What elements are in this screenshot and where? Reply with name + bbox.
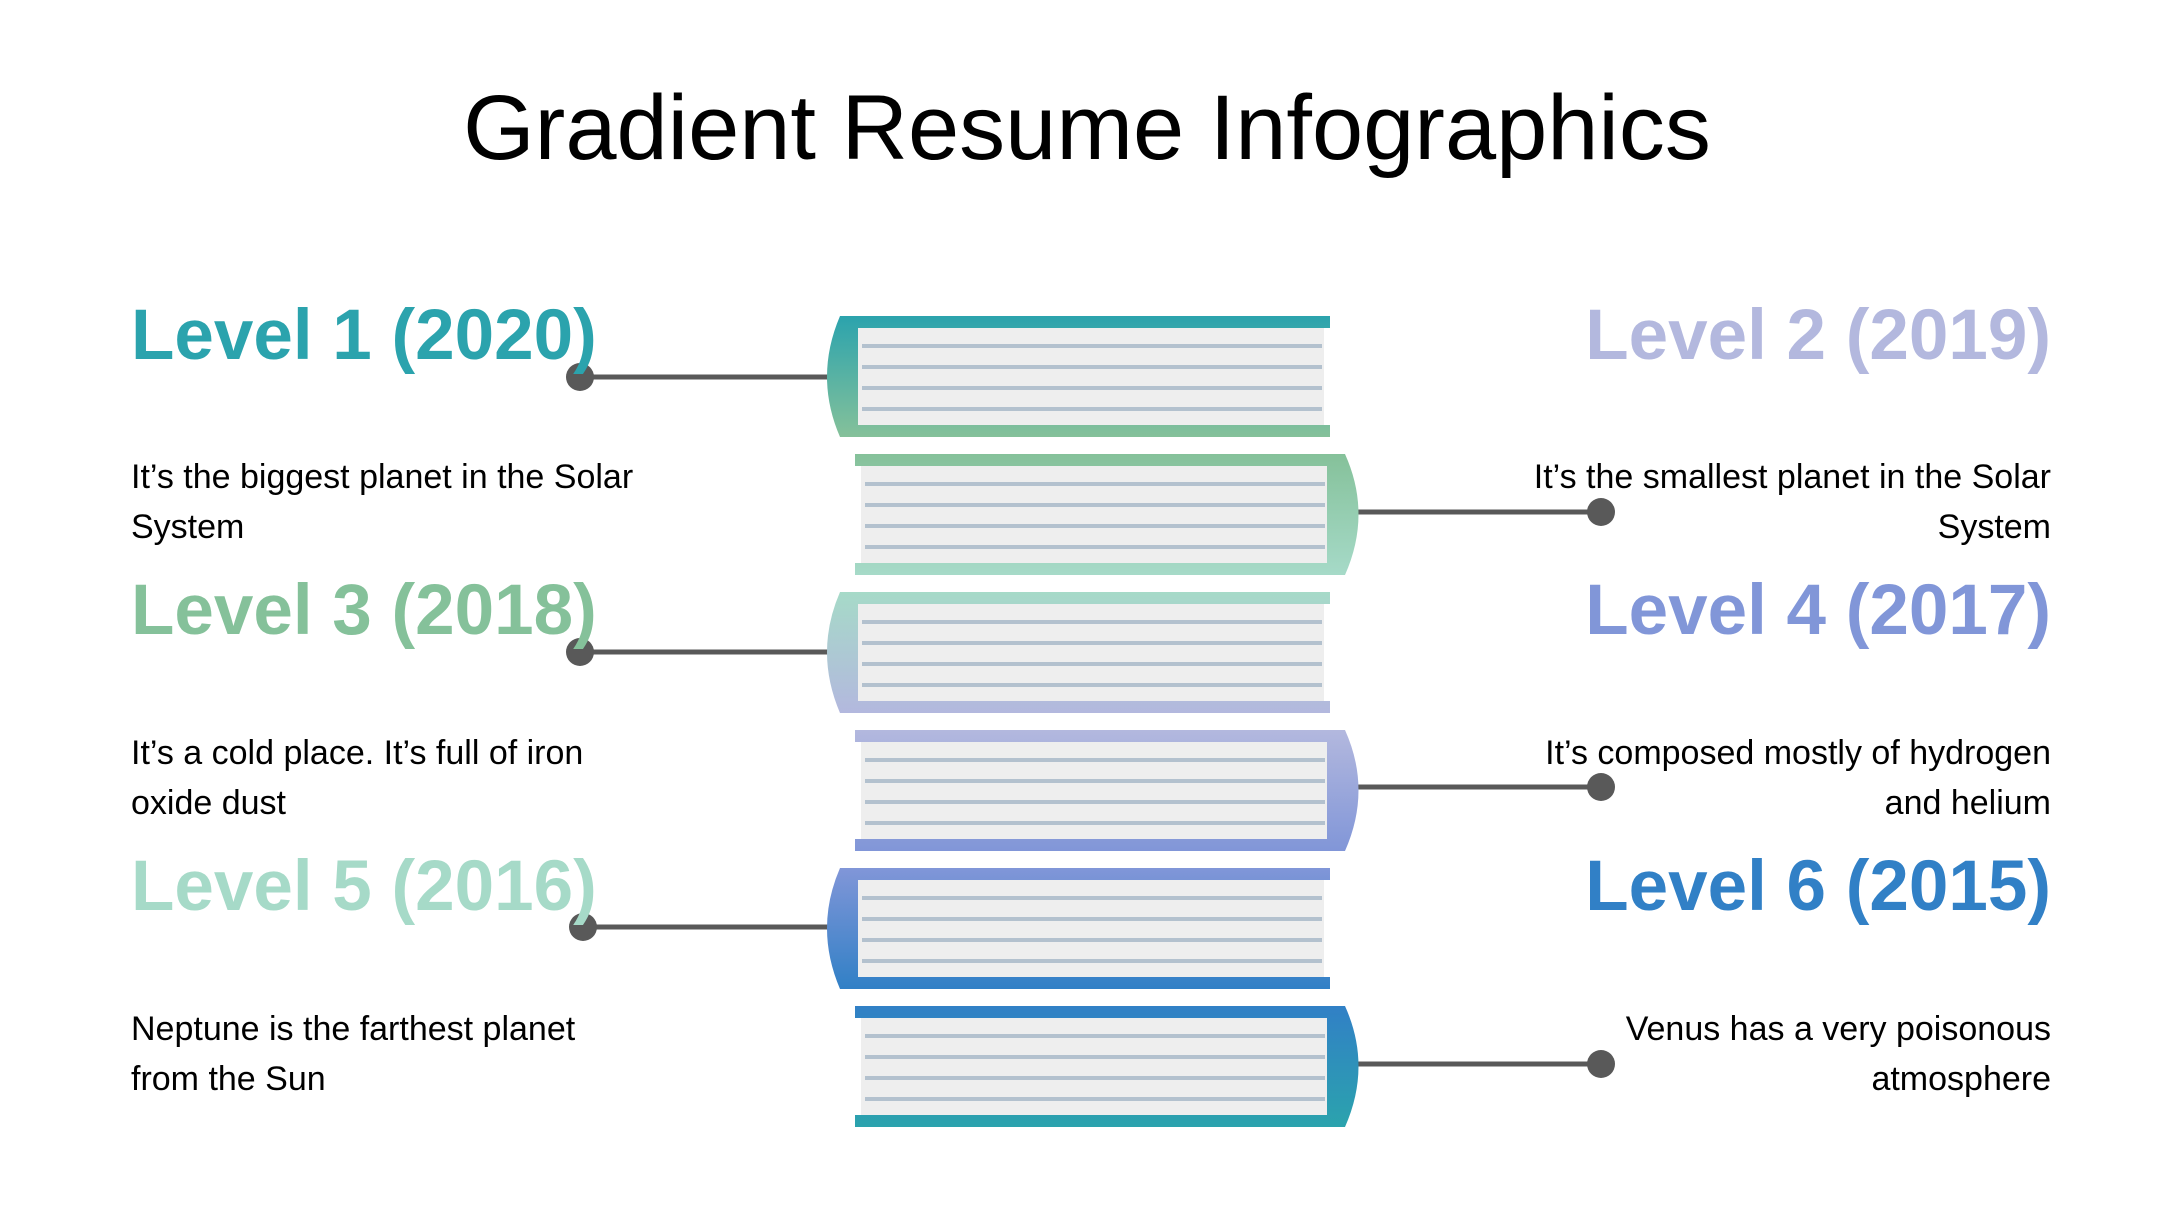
book-3 xyxy=(566,592,1330,713)
level-5-title: Level 5 (2016) xyxy=(131,847,597,926)
connector-dot-2 xyxy=(1587,498,1615,526)
level-4-title: Level 4 (2017) xyxy=(1585,571,2051,650)
level-1-title: Level 1 (2020) xyxy=(131,296,597,375)
level-1-description: It’s the biggest planet in the Solar Sys… xyxy=(131,458,634,546)
book-4 xyxy=(855,730,1615,851)
connector-dot-6 xyxy=(1587,1050,1615,1078)
connector-dot-1 xyxy=(566,363,594,391)
level-3-title: Level 3 (2018) xyxy=(131,571,597,650)
level-6-description: Venus has a very poisonous atmosphere xyxy=(1625,1010,2051,1098)
level-4-description: It’s composed mostly of hydrogen and hel… xyxy=(1545,734,2051,822)
book-2 xyxy=(855,454,1615,575)
connector-dot-3 xyxy=(566,638,594,666)
level-2-description: It’s the smallest planet in the Solar Sy… xyxy=(1533,458,2051,546)
book-6 xyxy=(855,1006,1615,1127)
level-5-description: Neptune is the farthest planet from the … xyxy=(131,1010,576,1098)
connector-dot-4 xyxy=(1587,773,1615,801)
level-2-title: Level 2 (2019) xyxy=(1585,296,2051,375)
page-title: Gradient Resume Infographics xyxy=(463,77,1711,179)
book-5 xyxy=(569,868,1330,989)
connector-dot-5 xyxy=(569,913,597,941)
level-3-description: It’s a cold place. It’s full of iron oxi… xyxy=(131,734,584,822)
book-1 xyxy=(566,316,1330,437)
level-6-title: Level 6 (2015) xyxy=(1585,847,2051,926)
